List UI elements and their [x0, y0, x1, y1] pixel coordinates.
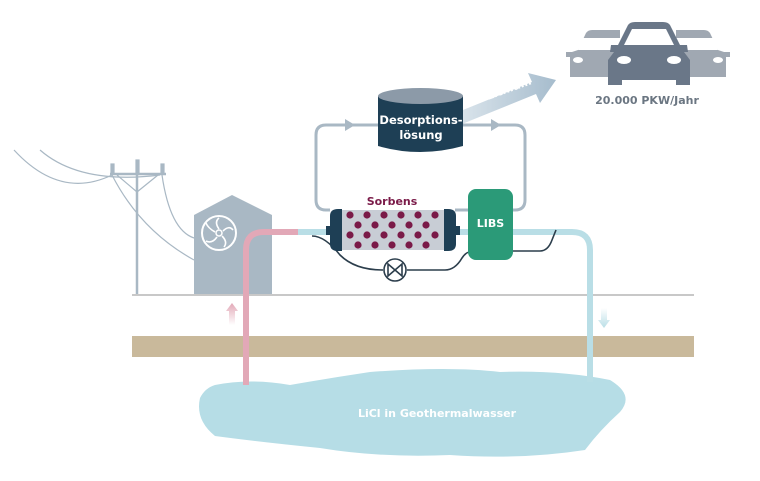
cold-pipe-out	[512, 229, 593, 382]
bypass-line	[311, 229, 557, 271]
rock-layer	[132, 336, 694, 357]
heat-plant-building	[194, 195, 272, 295]
desorption-tank: Desorptions- lösung	[378, 88, 463, 152]
sorbent-particle	[388, 221, 396, 229]
sorbent-particle	[346, 231, 354, 239]
sorbens-label: Sorbens	[367, 195, 418, 208]
sorbent-particle	[388, 241, 396, 249]
geothermal-reservoir	[199, 369, 626, 457]
hot-pipe	[243, 229, 298, 385]
sorbent-particle	[354, 221, 362, 229]
sorbent-particle	[371, 221, 379, 229]
sorbent-particle	[380, 231, 388, 239]
sorbent-particle	[405, 241, 413, 249]
libs-label: LIBS	[477, 217, 504, 230]
down-arrow-icon	[598, 308, 610, 328]
sorbent-particle	[346, 211, 354, 219]
sorbent-particle	[414, 211, 422, 219]
sorbent-particle	[422, 241, 430, 249]
libs-unit: LIBS	[468, 189, 513, 260]
fan-icon	[201, 215, 237, 251]
sorbent-particle	[431, 231, 439, 239]
sorbent-particle	[405, 221, 413, 229]
sorbent-particle	[371, 241, 379, 249]
sorbent-particle	[363, 211, 371, 219]
cars-caption: 20.000 PKW/Jahr	[595, 94, 699, 107]
sorbent-particle	[431, 211, 439, 219]
loop-arrow-icon	[491, 119, 501, 131]
lithium-arrow: Lithium	[458, 73, 556, 124]
sorbent-particle	[380, 211, 388, 219]
desorption-loop	[314, 123, 527, 212]
sorbent-particle	[354, 241, 362, 249]
loop-arrow-icon	[345, 119, 355, 131]
power-pole-icon	[13, 149, 195, 295]
sorbent-particle	[422, 221, 430, 229]
sorbent-particle	[397, 231, 405, 239]
up-arrow-icon	[226, 303, 238, 325]
sorbent-particle	[414, 231, 422, 239]
sorbent-particle	[397, 211, 405, 219]
valve-icon	[383, 258, 407, 282]
sorbent-particle	[363, 231, 371, 239]
tank-label-line1: Desorptions-	[379, 113, 462, 127]
tank-label-line2: lösung	[399, 128, 442, 142]
reservoir-label: LiCl in Geothermalwasser	[358, 407, 517, 420]
sorbens-column	[326, 209, 460, 251]
car-icon	[566, 22, 730, 85]
